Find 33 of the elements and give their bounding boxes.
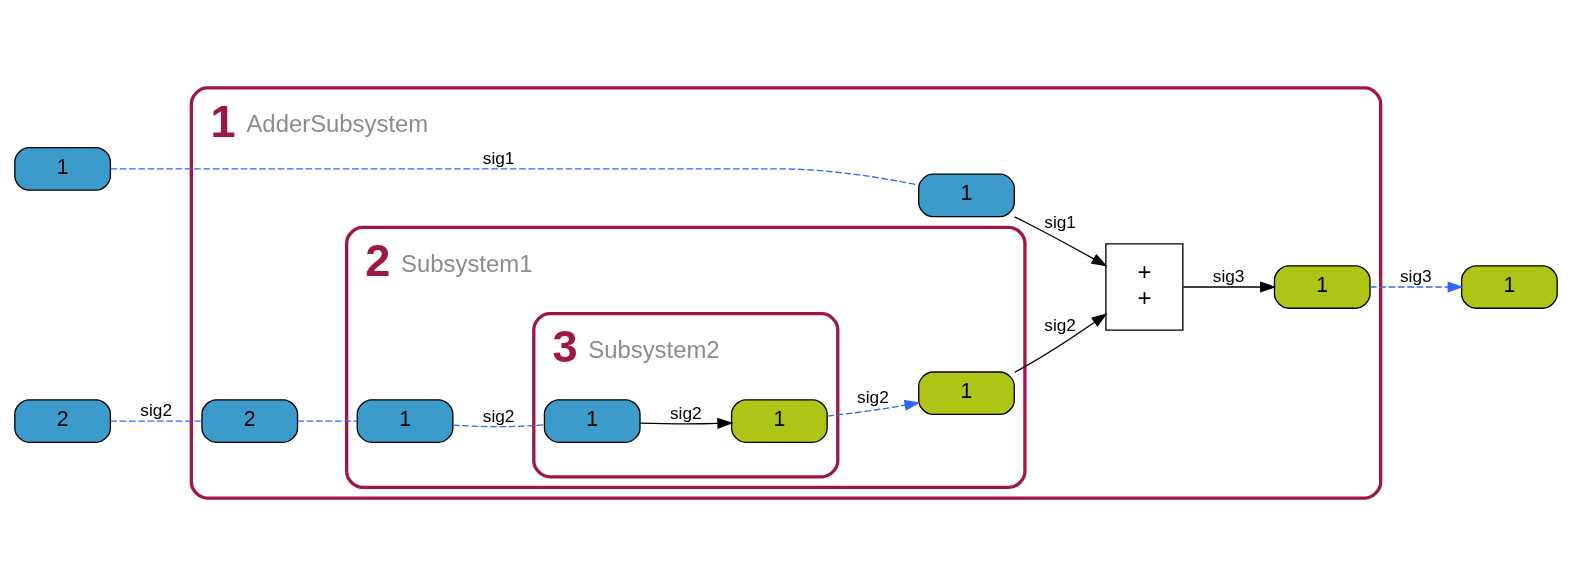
node-box: + + bbox=[1105, 243, 1184, 331]
edge-label: sig3 bbox=[1212, 266, 1245, 287]
edge-label: sig2 bbox=[1044, 315, 1076, 336]
edge-label: sig2 bbox=[857, 387, 889, 408]
edge-label: sig2 bbox=[669, 402, 702, 423]
edge-label: sig2 bbox=[482, 405, 515, 426]
node-box: 1 bbox=[356, 399, 454, 443]
node-box: 1 bbox=[1460, 265, 1558, 309]
node-box: 1 bbox=[918, 173, 1015, 218]
arrow bbox=[1182, 281, 1277, 293]
node-box: 2 bbox=[14, 399, 112, 443]
arrow bbox=[1014, 216, 1108, 267]
edge-label: sig3 bbox=[1399, 266, 1432, 287]
connector bbox=[109, 168, 920, 186]
edge-label: sig1 bbox=[482, 148, 515, 169]
node-box: 1 bbox=[918, 371, 1015, 416]
edge-label: sig1 bbox=[1044, 211, 1076, 232]
arrow bbox=[826, 399, 921, 417]
node-box: 1 bbox=[14, 147, 112, 191]
arrow bbox=[1369, 281, 1464, 293]
node-box: 1 bbox=[1273, 265, 1371, 309]
node-label: 1 bbox=[210, 95, 236, 147]
arrow bbox=[1014, 313, 1108, 373]
node-box: 2 bbox=[201, 399, 299, 443]
node-label: 3 bbox=[552, 321, 578, 373]
connector bbox=[297, 420, 358, 422]
edge-label: sig2 bbox=[140, 400, 173, 421]
node-box: 1 bbox=[543, 399, 641, 443]
connector bbox=[452, 424, 545, 428]
connector bbox=[109, 420, 203, 422]
arrow bbox=[639, 417, 734, 429]
node-label: 2 bbox=[365, 235, 391, 287]
node-box: 1 bbox=[730, 399, 828, 443]
